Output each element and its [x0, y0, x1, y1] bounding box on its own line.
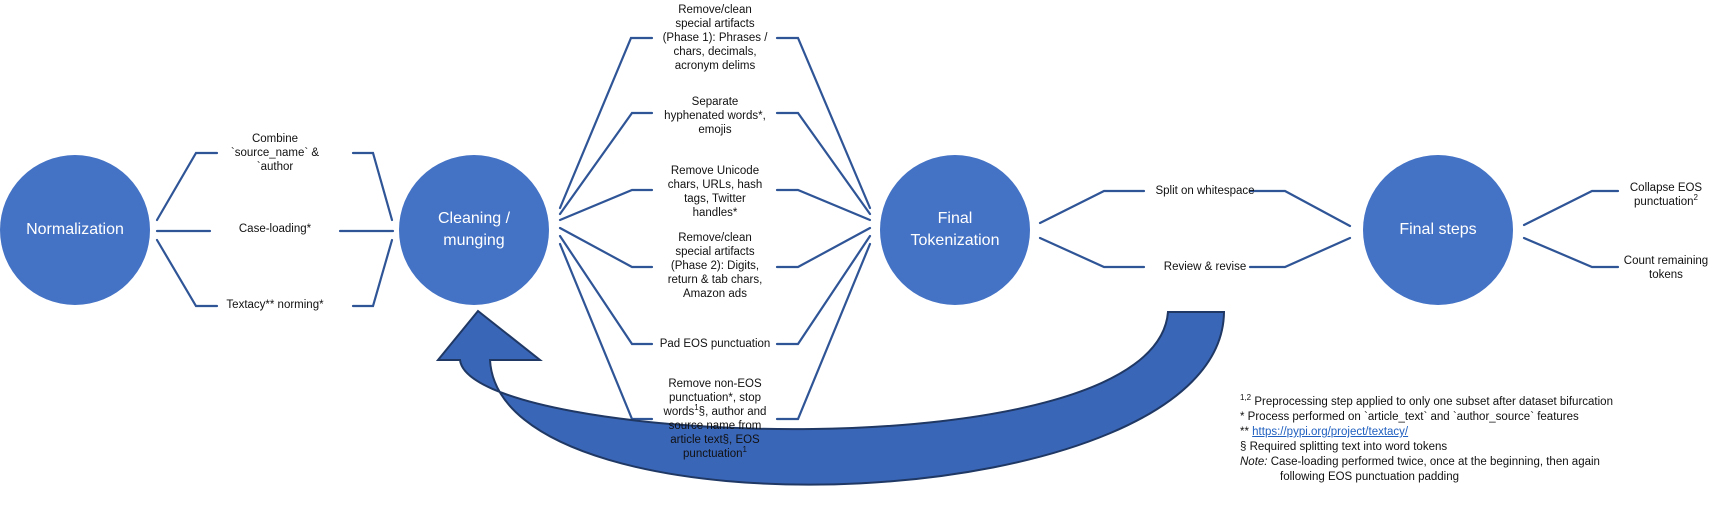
- footnote-double-asterisk: ** https://pypi.org/project/textacy/: [1240, 425, 1613, 440]
- step-remove-unicode: Remove Unicode chars, URLs, hash tags, T…: [640, 163, 790, 221]
- node-normalization-label: Normalization: [26, 221, 124, 238]
- step-combine-label: Combine `source_name` & `author: [230, 133, 320, 173]
- footnote-double-asterisk-prefix: **: [1240, 426, 1253, 438]
- step-non-eos-sup-b: 1: [742, 445, 747, 455]
- connector-line: [155, 238, 219, 308]
- step-phase2-label: Remove/clean special artifacts (Phase 2)…: [667, 232, 763, 300]
- footnote-note-text: Case-loading performed twice, once at th…: [1267, 456, 1600, 468]
- step-split-on-whitespace: Split on whitespace: [1135, 183, 1275, 199]
- step-case-loading: Case-loading*: [205, 221, 345, 237]
- connector-line: [1248, 236, 1352, 269]
- connector-line: [1038, 189, 1146, 225]
- step-pad-eos-punctuation: Pad EOS punctuation: [640, 336, 790, 352]
- step-non-eos-label: Remove non-EOS punctuation*, stop words1…: [664, 377, 767, 461]
- step-collapse-eos-punctuation: Collapse EOS punctuation2: [1610, 180, 1722, 210]
- connector-line: [775, 234, 872, 346]
- connector-line: [775, 111, 872, 216]
- loop-back-arrow: [435, 309, 1226, 486]
- footnote-asterisk: * Process performed on `article_text` an…: [1240, 411, 1579, 423]
- step-remove-clean-phase1: Remove/clean special artifacts (Phase 1)…: [640, 2, 790, 74]
- node-final-steps: Final steps: [1363, 155, 1513, 305]
- footnote-1-2: 1,2 Preprocessing step applied to only o…: [1240, 393, 1613, 410]
- step-phase1-label: Remove/clean special artifacts (Phase 1)…: [662, 4, 768, 72]
- connector-line: [155, 151, 219, 222]
- connector-line: [1038, 236, 1146, 269]
- footnote-1-2-text: Preprocessing step applied to only one s…: [1251, 396, 1613, 408]
- step-unicode-label: Remove Unicode chars, URLs, hash tags, T…: [667, 165, 763, 219]
- node-final-tokenization: Final Tokenization: [880, 155, 1030, 305]
- node-normalization: Normalization: [0, 155, 150, 305]
- step-case-loading-label: Case-loading*: [238, 223, 312, 235]
- footnote-note-label: Note:: [1240, 456, 1268, 468]
- step-count-label: Count remaining tokens: [1623, 255, 1709, 281]
- connector-line: [351, 151, 394, 222]
- connector-line: [1522, 236, 1620, 269]
- connector-line: [775, 242, 872, 421]
- connector-lines: [155, 36, 1620, 421]
- connector-line: [558, 36, 654, 210]
- step-combine-source-author: Combine `source_name` & `author: [205, 128, 345, 178]
- footnote-1-2-sup: 1,2: [1240, 393, 1252, 403]
- connector-line: [558, 234, 654, 346]
- connector-line: [558, 111, 654, 216]
- node-cleaning-label: Cleaning / munging: [437, 210, 511, 249]
- step-collapse-sup: 2: [1693, 193, 1698, 203]
- textacy-link[interactable]: https://pypi.org/project/textacy/: [1252, 426, 1409, 438]
- connector-line: [558, 226, 654, 269]
- node-cleaning-munging: Cleaning / munging: [399, 155, 549, 305]
- step-textacy-label: Textacy** norming*: [226, 299, 324, 311]
- connector-line: [1248, 189, 1352, 228]
- footnote-note-continued: following EOS punctuation padding: [1280, 471, 1460, 483]
- step-collapse-text: Collapse EOS punctuation: [1629, 182, 1703, 208]
- connector-line: [1522, 189, 1620, 227]
- footnote-section: § Required splitting text into word toke…: [1240, 441, 1448, 453]
- step-review-revise: Review & revise: [1135, 259, 1275, 275]
- connector-line: [775, 188, 872, 222]
- step-remove-non-eos-punctuation: Remove non-EOS punctuation*, stop words1…: [640, 376, 790, 462]
- step-non-eos-text-b: §, author and source name from article t…: [668, 406, 767, 460]
- connector-line: [775, 36, 872, 210]
- step-non-eos-text-a: Remove non-EOS punctuation*, stop words: [663, 378, 762, 418]
- footnotes: 1,2 Preprocessing step applied to only o…: [1240, 393, 1613, 485]
- connector-line: [558, 242, 654, 421]
- footnote-note: Note: Case-loading performed twice, once…: [1240, 455, 1613, 470]
- step-separate-label: Separate hyphenated words*, emojis: [664, 96, 766, 136]
- step-collapse-label: Collapse EOS punctuation2: [1630, 181, 1702, 209]
- connector-line: [558, 188, 654, 222]
- connector-line: [351, 238, 394, 308]
- step-count-remaining-tokens: Count remaining tokens: [1610, 253, 1722, 283]
- step-non-eos-sup-a: 1: [694, 403, 699, 413]
- step-separate-hyphenated: Separate hyphenated words*, emojis: [640, 94, 790, 138]
- step-pad-eos-label: Pad EOS punctuation: [659, 338, 771, 350]
- node-final-steps-label: Final steps: [1399, 221, 1477, 238]
- step-textacy-norming: Textacy** norming*: [205, 297, 345, 313]
- connector-line: [775, 226, 872, 269]
- step-remove-clean-phase2: Remove/clean special artifacts (Phase 2)…: [640, 230, 790, 302]
- step-split-label: Split on whitespace: [1155, 185, 1255, 197]
- step-review-label: Review & revise: [1163, 261, 1247, 273]
- node-tokenization-label: Final Tokenization: [910, 210, 1000, 249]
